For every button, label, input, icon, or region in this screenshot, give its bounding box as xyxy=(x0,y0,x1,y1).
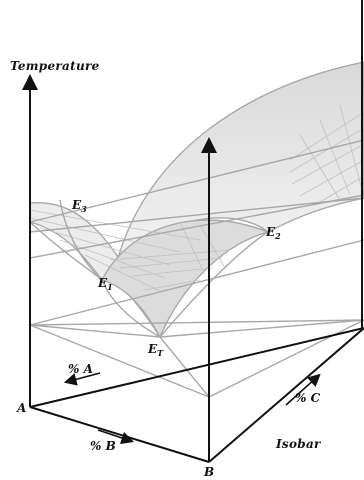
surface-shading xyxy=(29,104,364,293)
percent-a-label: % A xyxy=(68,362,93,376)
composition-arrows xyxy=(63,372,321,445)
percent-b-label: % B xyxy=(90,439,116,453)
percent-a-arrow xyxy=(63,372,101,386)
liquidus-surface-c xyxy=(116,61,364,260)
eutectic-e3-label: E3 xyxy=(71,198,87,214)
percent-b-arrow xyxy=(97,429,135,445)
vertex-a-label: A xyxy=(16,401,26,415)
eutectic-e1-label: E1 xyxy=(97,276,113,292)
liquidus-surface-b xyxy=(100,219,271,339)
isobar-label: Isobar xyxy=(275,437,322,451)
percent-c-label: % C xyxy=(295,391,321,405)
liquidus-surfaces xyxy=(29,61,364,339)
percent-c-arrow xyxy=(285,373,321,406)
construction-lines xyxy=(29,139,364,398)
eutectic-et-label: ET xyxy=(147,342,164,358)
temperature-label: Temperature xyxy=(10,59,100,73)
eutectic-e2-label: E2 xyxy=(265,225,281,241)
axes xyxy=(22,0,364,463)
vertex-b-label: B xyxy=(203,465,214,479)
